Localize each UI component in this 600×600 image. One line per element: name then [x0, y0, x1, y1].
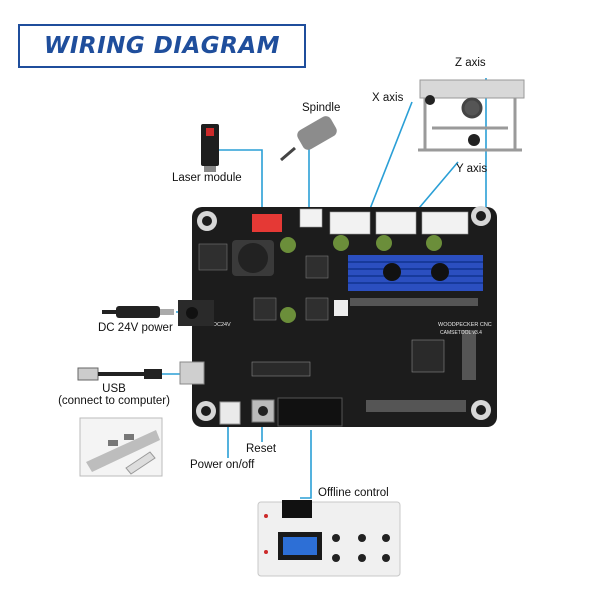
leader-laser [217, 149, 263, 214]
controller-board [192, 206, 497, 427]
label-offline-control: Offline control [318, 487, 389, 499]
label-dc-power: DC 24V power [98, 322, 173, 334]
diagram-title: WIRING DIAGRAM [43, 33, 281, 59]
leader-x-axis [367, 101, 413, 215]
label-spindle: Spindle [302, 102, 341, 114]
label-usb-subtitle: (connect to computer) [58, 395, 170, 407]
label-usb: USB (connect to computer) [56, 383, 172, 407]
heatsink [348, 255, 483, 291]
spindle-motor [280, 116, 337, 162]
label-reset: Reset [246, 443, 277, 455]
board-model-text: CAMSETOOL v3.4 [440, 330, 482, 336]
label-usb-title: USB [102, 383, 126, 395]
microcontroller [411, 339, 445, 373]
usb-cable [77, 367, 162, 381]
board-dc-jack-text: DC24V [213, 322, 231, 328]
stepper-connectors [299, 208, 469, 235]
leader-offline [300, 430, 312, 499]
laser-module [201, 124, 219, 172]
leader-y-axis [413, 161, 459, 215]
laptop-usb-illustration [79, 417, 163, 477]
usb-port [179, 361, 205, 385]
laser-connector [252, 214, 282, 232]
diagram-title-box: WIRING DIAGRAM [18, 24, 306, 68]
pin-headers [350, 298, 478, 412]
label-power-switch: Power on/off [190, 459, 255, 471]
power-switch [219, 401, 241, 425]
offline-controller-device [257, 500, 401, 577]
label-laser-module: Laser module [172, 172, 242, 184]
label-x-axis: X axis [372, 92, 404, 104]
dc-power-plug [102, 306, 174, 318]
reset-button [258, 406, 268, 416]
label-z-axis: Z axis [455, 57, 486, 69]
cnc-machine [418, 79, 525, 152]
board-brand-text: WOODPECKER CNC [438, 322, 492, 328]
offline-header [277, 397, 343, 427]
capacitors [280, 235, 442, 323]
label-y-axis: Y axis [456, 163, 488, 175]
